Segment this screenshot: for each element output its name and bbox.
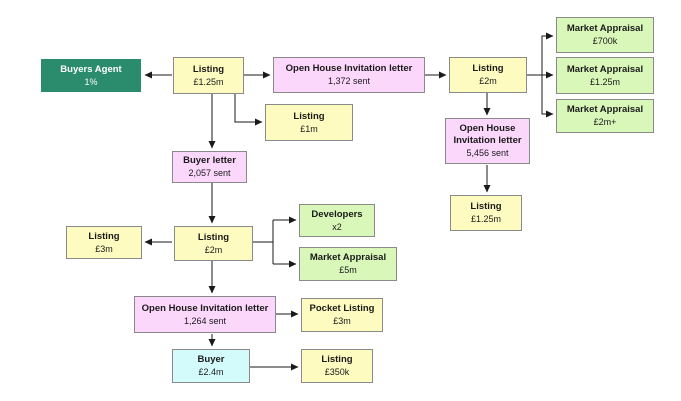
node-value: £2.4m bbox=[198, 367, 224, 377]
listing-node: Listing £3m bbox=[66, 226, 142, 259]
listing-node: Listing £2m bbox=[174, 226, 253, 261]
node-title: Listing bbox=[470, 201, 502, 212]
node-title: Market Appraisal bbox=[566, 63, 644, 75]
node-title: Listing bbox=[472, 63, 504, 74]
buyers-agent-node: Buyers Agent 1% bbox=[41, 59, 141, 92]
node-value: 1,264 sent bbox=[183, 315, 227, 326]
node-value: 2,057 sent bbox=[188, 168, 231, 178]
node-value: 5,456 sent bbox=[466, 148, 509, 158]
node-title: Open House Invitation letter bbox=[141, 302, 269, 314]
buyer-node: Buyer £2.4m bbox=[172, 349, 250, 383]
node-value: £5m bbox=[339, 265, 357, 275]
market-appraisal-node: Market Appraisal £1.25m bbox=[556, 57, 654, 94]
node-value: x2 bbox=[332, 221, 342, 232]
node-value: £2m bbox=[204, 244, 223, 255]
open-house-letter-node: Open House Invitation letter 1,264 sent bbox=[134, 296, 276, 333]
listing-node: Listing £2m bbox=[449, 57, 527, 93]
node-value: £2m+ bbox=[593, 117, 617, 127]
market-appraisal-node: Market Appraisal £700k bbox=[556, 17, 654, 53]
open-house-letter-node: Open House Invitation letter 1,372 sent bbox=[273, 57, 425, 93]
node-value: £700k bbox=[592, 36, 618, 46]
node-value: £1.25m bbox=[470, 214, 502, 224]
node-value: £2m bbox=[479, 76, 497, 86]
node-title: Open House Invitation letter bbox=[285, 63, 413, 74]
market-appraisal-node: Market Appraisal £2m+ bbox=[556, 99, 654, 133]
node-title: Listing bbox=[88, 230, 120, 242]
listing-node: Listing £1.25m bbox=[173, 57, 244, 94]
developers-node: Developers x2 bbox=[299, 204, 375, 237]
node-title: Listing bbox=[192, 63, 225, 75]
node-value: £1m bbox=[300, 123, 318, 134]
listing-node: Listing £1.25m bbox=[450, 195, 522, 231]
node-title: Market Appraisal bbox=[566, 104, 644, 115]
node-title: Buyer bbox=[197, 354, 225, 365]
connector-listing-to-listing-1m bbox=[234, 93, 263, 126]
pocket-listing-node: Pocket Listing £3m bbox=[301, 298, 383, 332]
market-appraisal-node: Market Appraisal £5m bbox=[299, 247, 397, 281]
node-value: 1% bbox=[84, 76, 98, 87]
node-value: 1,372 sent bbox=[327, 76, 371, 86]
node-title: Market Appraisal bbox=[309, 252, 387, 263]
node-value: £1.25m bbox=[589, 76, 621, 87]
node-title: Buyer letter bbox=[183, 155, 236, 166]
node-value: £3m bbox=[333, 316, 351, 326]
node-title: Listing bbox=[321, 354, 353, 365]
node-value: £3m bbox=[95, 243, 113, 254]
node-title: Listing bbox=[293, 110, 325, 122]
connector-listing-2m-branch bbox=[253, 220, 274, 264]
buyer-letter-node: Buyer letter 2,057 sent bbox=[172, 151, 247, 183]
node-title: Market Appraisal bbox=[566, 23, 644, 34]
listing-node: Listing £350k bbox=[301, 349, 373, 383]
node-title: Buyers Agent bbox=[60, 63, 122, 75]
node-value: £1.25m bbox=[193, 76, 224, 87]
listing-node: Listing £1m bbox=[265, 104, 353, 141]
open-house-letter-node: Open House Invitation letter 5,456 sent bbox=[445, 118, 530, 164]
node-title: Developers bbox=[311, 208, 363, 220]
node-title: Open House Invitation letter bbox=[453, 123, 522, 146]
node-value: £350k bbox=[324, 367, 350, 377]
node-title: Listing bbox=[197, 231, 230, 243]
node-title: Pocket Listing bbox=[309, 303, 375, 314]
